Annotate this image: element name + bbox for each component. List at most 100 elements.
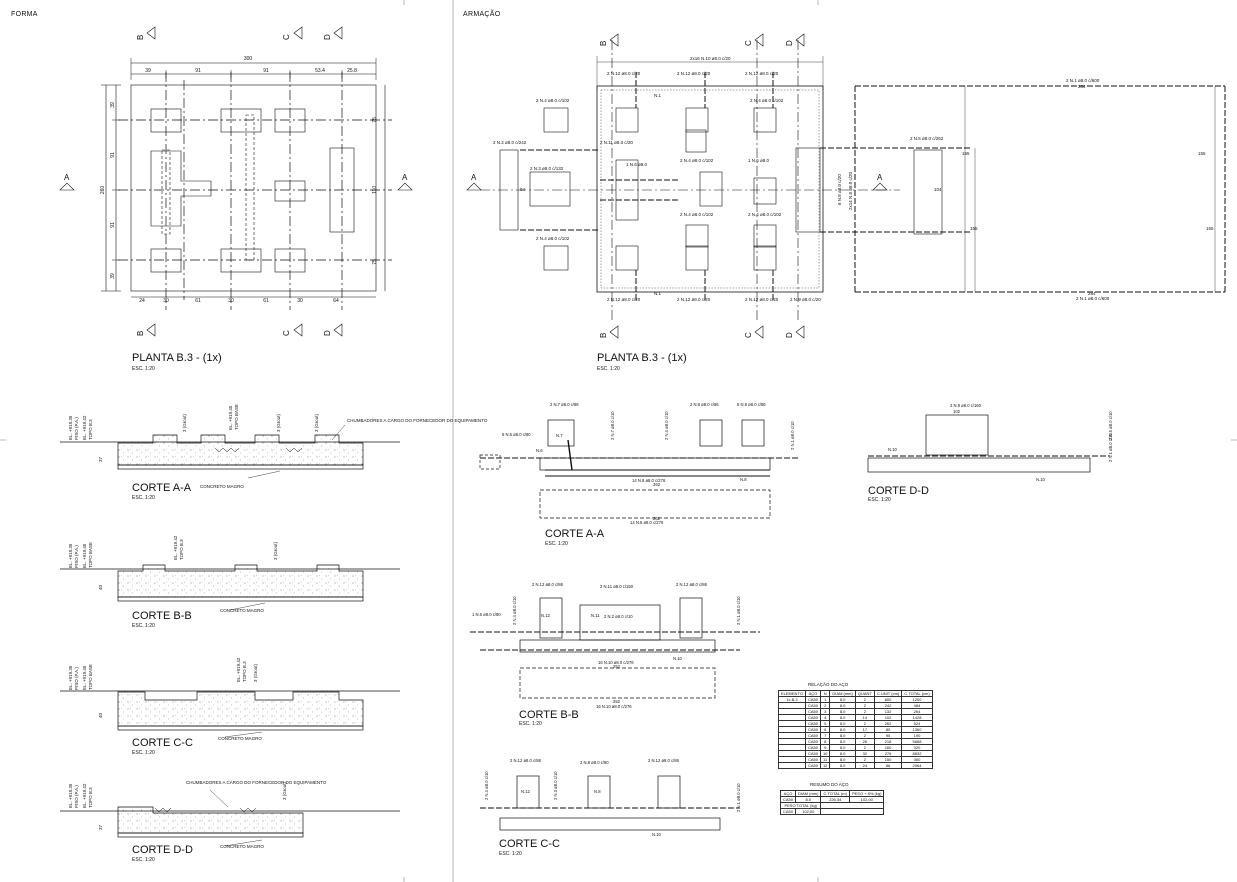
- view-scale: ESC. 1:20: [519, 721, 542, 727]
- bar-label: 2 N.7 ø8.0 c/10: [610, 411, 615, 440]
- marker-c: C: [744, 332, 753, 338]
- table-cell: 2064: [901, 762, 933, 769]
- rebar-table: ELEMENTO AÇO N DIAM (mm) QUANT C.UNIT (c…: [778, 690, 933, 769]
- elevation-label: TOPO B.3: [179, 539, 184, 560]
- bar-label: 2 N.4 ø8.0 c/10: [512, 596, 517, 625]
- bar-label: 2x14 N.8 ø8.0 c/20: [848, 171, 853, 210]
- bar-label: 2 N.11 ø8.0 c/150: [600, 584, 634, 589]
- marker-b: B: [599, 41, 608, 46]
- view-scale: ESC. 1:20: [868, 497, 891, 503]
- bar-label: 2 N.1 ø8.0 c/10: [790, 421, 795, 450]
- bar-label: N.12: [541, 613, 551, 618]
- elevation-label: EL. +919.45: [82, 665, 87, 690]
- bar-label: 16 N.10 ø8.0 c/276: [598, 660, 634, 665]
- bar-label: N.6: [536, 448, 543, 453]
- grout-label: 3 (Grout): [253, 663, 258, 682]
- bar-label: 2 N.2 ø8.0 c/242: [493, 140, 527, 145]
- forma-marker-labels: B C D B C D A A: [64, 34, 408, 336]
- armacao-marker-labels: B C D B C D A A: [471, 40, 883, 338]
- dim-top: 91: [263, 68, 269, 74]
- grout-label: 3 (Grout): [273, 541, 278, 560]
- elevation-label: PISO (P.A.): [74, 545, 79, 568]
- column-header: QUANT: [854, 690, 875, 697]
- dim-left: 39: [110, 102, 116, 108]
- view-scale: ESC. 1:20: [132, 495, 155, 501]
- bar-label: 1 N.6 ø8.0: [748, 158, 770, 163]
- concrete-note: CONCRETO MAGRO: [220, 844, 264, 849]
- marker-b: B: [136, 331, 145, 336]
- view-title: CORTE D-D: [868, 485, 929, 497]
- steel-summary-title: RESUMO DO AÇO: [810, 782, 849, 787]
- dim-label: 252: [613, 699, 621, 704]
- forma-section-cc: [60, 690, 400, 738]
- bar-label: 2 N.4 ø8.0 c/102: [680, 158, 714, 163]
- forma-section-annotations: EL. +919.35 PISO (P.A.) EL. +919.42 TOPO…: [68, 404, 488, 849]
- armacao-section-labels: 2 N.7 ø8.0 c/86 2 N.8 ø8.0 c/86 6 N.8 ø8…: [472, 402, 1113, 837]
- dim-right: 110: [372, 186, 378, 194]
- bar-label: 14 N.8 ø8.0 c/276: [632, 478, 666, 483]
- anchor-callout: CHUMBADORES A CARGO DO FORNECEDOR DO EQU…: [347, 418, 488, 423]
- bar-label: 284: [1088, 291, 1096, 296]
- bar-label: N.8: [740, 477, 747, 482]
- dim-right: 75: [372, 259, 378, 265]
- bar-label: N.10: [652, 832, 662, 837]
- bar-label: 2 N.12 ø8.0 c/20: [607, 297, 641, 302]
- dim-label: 155: [970, 226, 978, 231]
- bar-label: 2 N.1 ø8.0 c/10: [736, 596, 741, 625]
- forma-section-markers: [59, 26, 413, 337]
- column-header: PESO + 8% (kg): [848, 790, 885, 797]
- bar-label: 2 N.12 ø8.0 c/86: [510, 758, 542, 763]
- marker-b: B: [136, 35, 145, 40]
- elevation-label: PISO (P.A.): [74, 667, 79, 690]
- dim-right: 75: [372, 117, 378, 123]
- armacao-section-dd: [867, 414, 1110, 473]
- forma-plan: [101, 58, 392, 310]
- dim-label: 94: [520, 187, 526, 192]
- dim-label: 40: [98, 712, 103, 718]
- dim-label: 37: [98, 456, 103, 462]
- column-header: ELEMENTO: [778, 690, 806, 697]
- grout-label: 3 (Grout): [182, 413, 187, 432]
- concrete-note: CONCRETO MAGRO: [220, 608, 264, 613]
- marker-d: D: [785, 332, 794, 338]
- forma-dimension-texts: 300 39 91 91 53.4 25.8 24 30 61 30 61 30…: [100, 56, 378, 304]
- bar-label: N.12: [521, 789, 531, 794]
- panel-title-forma: FORMA: [11, 11, 38, 18]
- bar-label: 2 N.3 ø8.0 c/132: [530, 166, 564, 171]
- elevation-label: PISO (P.A.): [74, 785, 79, 808]
- dim-bottom: 64: [333, 298, 339, 304]
- bar-label: 2 N.1 ø8.0 c/10: [736, 783, 741, 812]
- bar-label: 2 N.8 ø8.0 c/80: [580, 760, 609, 765]
- dim-top: 39: [145, 68, 151, 74]
- elevation-label: TOPO B.3: [88, 787, 93, 808]
- anchor-callout: CHUMBADORES A CARGO DO FORNECEDOR DO EQU…: [186, 780, 327, 785]
- forma-section-dd: [60, 789, 400, 847]
- marker-c: C: [282, 34, 291, 40]
- bar-label: 6 N.8 ø8.0 c/20: [837, 174, 842, 205]
- table-cell: CA50: [779, 808, 797, 815]
- marker-d: D: [323, 34, 332, 40]
- forma-section-aa: [60, 424, 400, 479]
- bar-label: 6 N.6 ø8.0 c/80: [502, 432, 531, 437]
- bar-label: 2 N.12 ø8.0 c/20: [607, 71, 641, 76]
- marker-a: A: [402, 173, 408, 182]
- bar-label: 2 N.4 ø8.0 c/102: [748, 212, 782, 217]
- bar-label: 2 N.4 ø8.0 c/102: [536, 236, 570, 241]
- rebar-table-header: ELEMENTO AÇO N DIAM (mm) QUANT C.UNIT (c…: [778, 690, 933, 697]
- elevation-label: TOPO B.3: [88, 419, 93, 440]
- table-cell: [820, 808, 885, 815]
- view-scale: ESC. 1:20: [545, 541, 568, 547]
- bar-label: N.8: [594, 789, 601, 794]
- dim-top: 91: [195, 68, 201, 74]
- table-cell: 102,00: [795, 808, 822, 815]
- elevation-label: EL. +919.35: [68, 543, 73, 568]
- view-title: PLANTA B.3 - (1x): [597, 352, 687, 364]
- view-title: CORTE D-D: [132, 844, 193, 856]
- elevation-label: EL. +919.45: [228, 405, 233, 430]
- bar-label: 2 N.12 ø8.0 c/20: [677, 297, 711, 302]
- armacao-section-aa: [479, 419, 800, 519]
